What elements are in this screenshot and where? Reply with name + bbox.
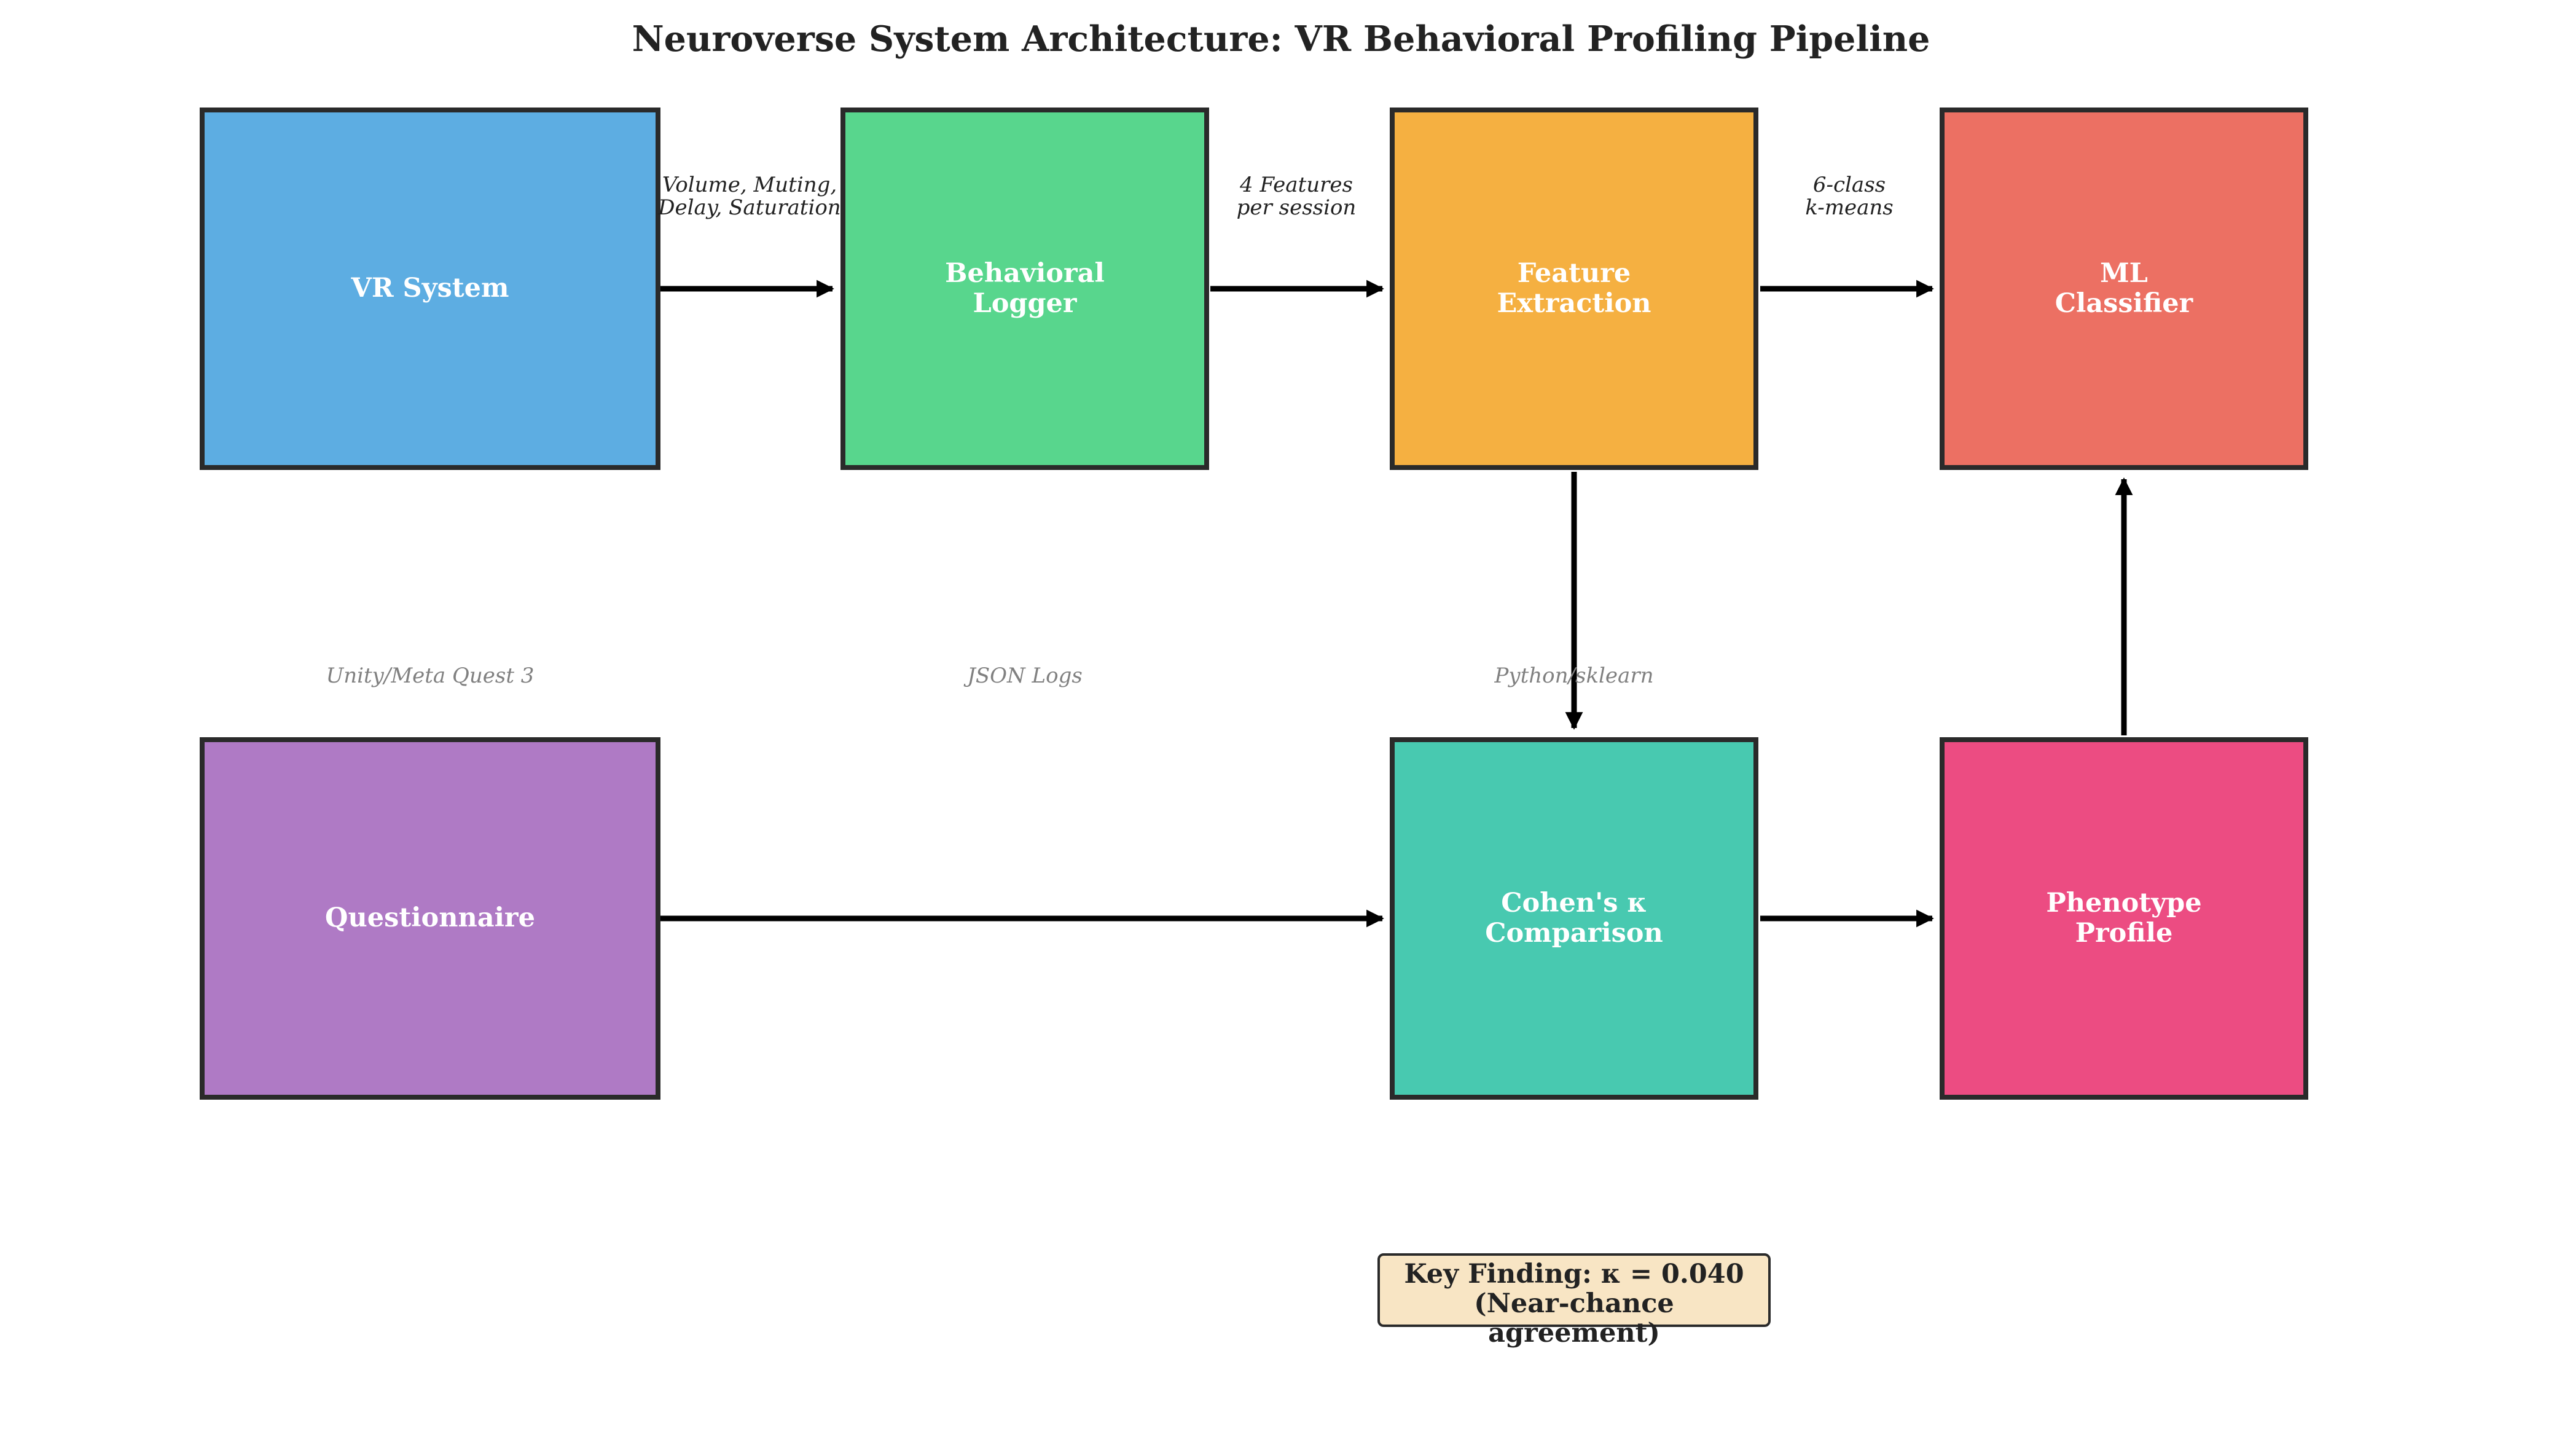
feature-extraction-label-line-2: Extraction	[1497, 288, 1651, 319]
cohens-comparison-label-line-1: Cohen's κ	[1501, 887, 1647, 918]
edge-label-logger-to-features: 4 Features per session	[1236, 173, 1357, 221]
behavioral-logger-label-line-1: Behavioral	[945, 257, 1105, 289]
phenotype-profile-label-line-1: Phenotype	[2046, 887, 2202, 918]
vr-system-label-line-1: VR System	[351, 273, 509, 304]
cohens-comparison-label-line-2: Comparison	[1485, 918, 1663, 949]
edge-label-features-to-classifier: 6-class k-means	[1805, 173, 1894, 221]
questionnaire-label-line-1: Questionnaire	[325, 902, 535, 934]
key-finding-line-2: (Near-chance agreement)	[1474, 1288, 1674, 1349]
key-finding-box: Key Finding: κ = 0.040 (Near-chance agre…	[1377, 1253, 1771, 1348]
tech-label-feature-extraction: Python/sklearn	[1494, 663, 1654, 688]
vr-system-node: VR System	[200, 108, 660, 470]
key-finding-line-1: Key Finding: κ = 0.040	[1404, 1259, 1744, 1290]
ml-classifier-label-line-2: Classifier	[2055, 288, 2193, 319]
behavioral-logger-label-line-2: Logger	[973, 288, 1077, 319]
diagram-title: Neuroverse System Architecture: VR Behav…	[632, 18, 1930, 60]
phenotype-profile-label-line-2: Profile	[2075, 918, 2173, 949]
edge-label-vr-to-logger: Volume, Muting, Delay, Saturation	[658, 173, 841, 221]
ml-classifier-label-line-1: ML	[2100, 257, 2148, 289]
feature-extraction-label-line-1: Feature	[1517, 257, 1631, 289]
questionnaire-node: Questionnaire	[200, 737, 660, 1100]
tech-label-behavioral-logger: JSON Logs	[967, 663, 1083, 688]
tech-label-vr-system: Unity/Meta Quest 3	[326, 663, 535, 688]
